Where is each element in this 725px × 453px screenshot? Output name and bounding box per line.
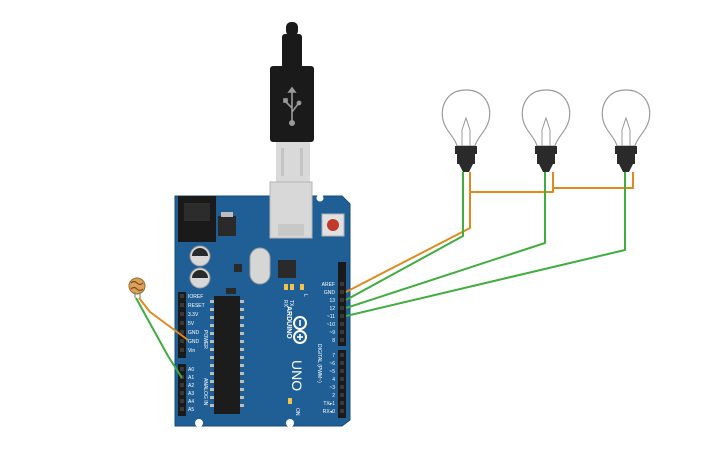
svg-text:GND: GND	[188, 339, 200, 345]
svg-text:A3: A3	[188, 391, 194, 397]
svg-text:A2: A2	[188, 383, 194, 389]
power-header-label: POWER	[202, 330, 208, 349]
power-pin-labels: IOREF RESET 3.3V 5V GND GND Vin	[188, 294, 205, 354]
svg-text:8: 8	[332, 338, 335, 344]
svg-text:7: 7	[332, 353, 335, 359]
wire-bulb3-pin11[interactable]	[345, 172, 626, 317]
capacitor-1	[189, 245, 211, 267]
bulb-2[interactable]	[521, 89, 571, 172]
svg-text:3.3V: 3.3V	[188, 312, 199, 318]
analog-header-label: ANALOG IN	[202, 378, 208, 406]
led-on	[288, 398, 292, 404]
reset-button[interactable]	[321, 213, 345, 237]
wire-bulb1-pin13[interactable]	[345, 172, 464, 301]
microcontroller-chip	[210, 296, 244, 414]
wire-ldr-orange[interactable]	[138, 297, 189, 341]
digital-header-bottom[interactable]	[338, 350, 346, 418]
svg-text:5V: 5V	[188, 321, 195, 327]
wire-bulb2-pin12[interactable]	[345, 172, 546, 309]
led-tx	[284, 284, 288, 290]
svg-text:A5: A5	[188, 407, 194, 413]
svg-text:A4: A4	[188, 399, 194, 405]
svg-text:~9: ~9	[329, 330, 335, 336]
wires	[135, 172, 634, 379]
wire-ldr-green[interactable]	[135, 297, 183, 379]
digital-top-pin-labels: AREF GND 13 12 ~11 ~10 ~9 8	[322, 282, 336, 344]
voltage-regulator	[218, 216, 236, 236]
analog-pin-labels: A0 A1 A2 A3 A4 A5	[188, 367, 194, 413]
bulb-1[interactable]	[441, 89, 491, 172]
svg-text:~3: ~3	[329, 385, 335, 391]
svg-text:AREF: AREF	[322, 282, 335, 288]
power-header[interactable]	[178, 292, 186, 358]
digital-bottom-pin-labels: 7 ~6 ~5 4 ~3 2 TX▸1 RX◂0	[323, 353, 335, 415]
crystal-oscillator	[249, 247, 271, 285]
svg-text:GND: GND	[324, 290, 336, 296]
brand-label: ARDUINO	[285, 306, 292, 339]
svg-text:~5: ~5	[329, 369, 335, 375]
mounting-hole	[316, 194, 324, 202]
svg-text:GND: GND	[188, 330, 200, 336]
svg-text:A0: A0	[188, 367, 194, 373]
wire-ground-bus-2[interactable]	[553, 172, 634, 189]
capacitor-2	[189, 267, 211, 289]
svg-text:2: 2	[332, 393, 335, 399]
on-label: ON	[294, 408, 300, 416]
arduino-logo-icon	[293, 316, 307, 344]
svg-text:13: 13	[329, 298, 335, 304]
svg-text:A1: A1	[188, 375, 194, 381]
l-label: L	[302, 294, 308, 297]
usb-symbol-icon	[283, 86, 302, 127]
wire-ground-bus[interactable]	[469, 172, 554, 193]
model-label: UNO	[289, 360, 305, 391]
photoresistor[interactable]	[128, 277, 146, 298]
svg-text:~11: ~11	[327, 314, 335, 320]
svg-text:12: 12	[329, 306, 335, 312]
digital-header-top[interactable]	[338, 262, 346, 346]
digital-header-label: DIGITAL (PWM~)	[316, 344, 322, 383]
svg-text:RX◂0: RX◂0	[323, 409, 335, 415]
svg-text:~6: ~6	[329, 361, 335, 367]
svg-text:4: 4	[332, 377, 335, 383]
svg-text:IOREF: IOREF	[188, 294, 203, 300]
rx-label: RX	[282, 300, 288, 308]
mounting-hole	[195, 419, 203, 427]
usb-cable[interactable]	[270, 22, 314, 182]
usb-chip	[278, 260, 296, 278]
svg-text:~10: ~10	[327, 322, 336, 328]
mounting-hole	[286, 419, 294, 427]
tx-label: TX	[288, 300, 294, 307]
bulb-3[interactable]	[601, 89, 651, 172]
svg-text:RESET: RESET	[188, 303, 205, 309]
power-jack	[178, 196, 216, 242]
svg-text:Vin: Vin	[188, 348, 195, 354]
svg-text:TX▸1: TX▸1	[323, 401, 335, 407]
wire-gnd-to-board[interactable]	[345, 192, 471, 293]
led-rx	[290, 284, 294, 290]
led-l	[300, 284, 304, 290]
arduino-uno-board[interactable]: TX RX L ON ARDUINO UNO	[174, 181, 351, 427]
